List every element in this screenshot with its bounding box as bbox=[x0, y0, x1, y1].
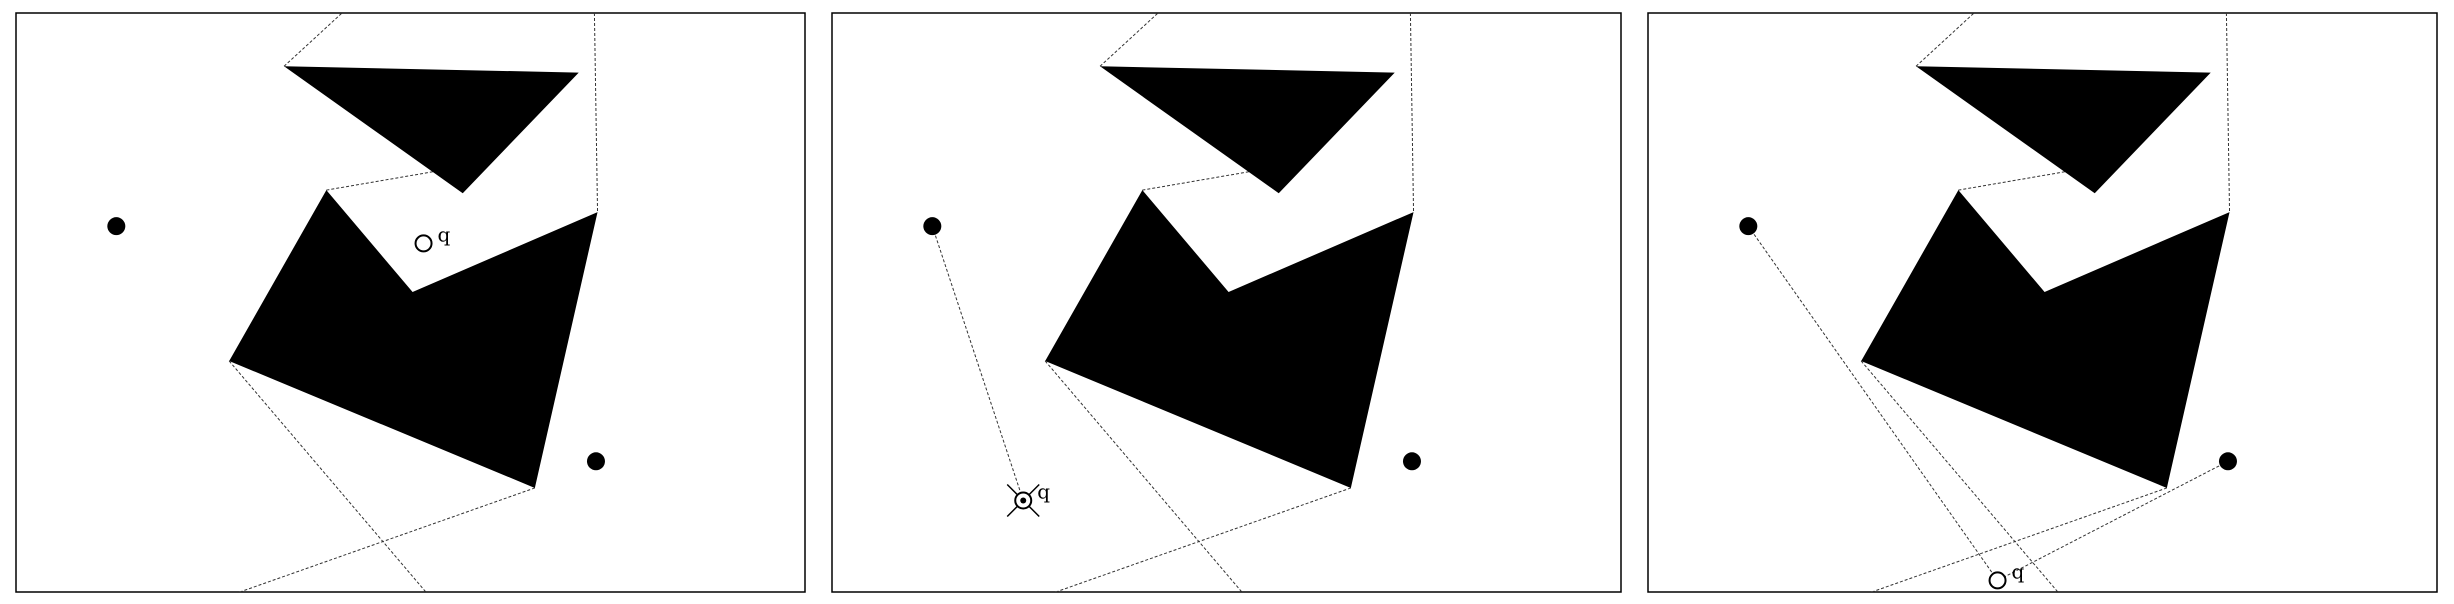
site-point bbox=[2218, 452, 2237, 471]
obstacle-pentagon bbox=[229, 190, 598, 488]
guide-line bbox=[238, 487, 536, 592]
query-label: q bbox=[438, 222, 451, 246]
panels-root: q q q bbox=[15, 12, 2438, 593]
query-center-dot bbox=[1020, 497, 1027, 504]
site-point bbox=[923, 217, 942, 236]
guide-line bbox=[228, 360, 427, 592]
site-point bbox=[1739, 217, 1758, 236]
guide-line bbox=[1054, 487, 1352, 592]
guide-line bbox=[2225, 13, 2231, 213]
query-line bbox=[1747, 225, 1998, 581]
obstacle-pentagon bbox=[1861, 190, 2230, 488]
guide-line bbox=[283, 13, 343, 67]
panel-1: q bbox=[15, 12, 806, 593]
guide-line bbox=[1044, 360, 1243, 592]
obstacle-triangle bbox=[284, 66, 579, 194]
guide-line bbox=[1099, 13, 1159, 67]
obstacle-triangle bbox=[1916, 66, 2211, 194]
panel-content: q bbox=[1739, 13, 2237, 592]
query-line bbox=[931, 226, 1024, 501]
obstacle-pentagon bbox=[1045, 190, 1414, 488]
panel-2: q bbox=[831, 12, 1622, 593]
panel-3: q bbox=[1647, 12, 2438, 593]
guide-line bbox=[1870, 487, 2168, 592]
panel-content: q bbox=[923, 13, 1421, 592]
query-label: q bbox=[1037, 479, 1050, 503]
query-point bbox=[1988, 571, 2007, 590]
guide-line bbox=[1860, 360, 2059, 592]
guide-line bbox=[593, 13, 599, 213]
query-label: q bbox=[2012, 559, 2025, 583]
query-point bbox=[414, 234, 433, 253]
site-point bbox=[586, 452, 605, 471]
panel-content: q bbox=[107, 13, 605, 592]
guide-line bbox=[1915, 13, 1975, 67]
query-line bbox=[1997, 460, 2229, 581]
site-point bbox=[1402, 452, 1421, 471]
site-point bbox=[107, 217, 126, 236]
obstacle-triangle bbox=[1100, 66, 1395, 194]
guide-line bbox=[1409, 13, 1415, 213]
